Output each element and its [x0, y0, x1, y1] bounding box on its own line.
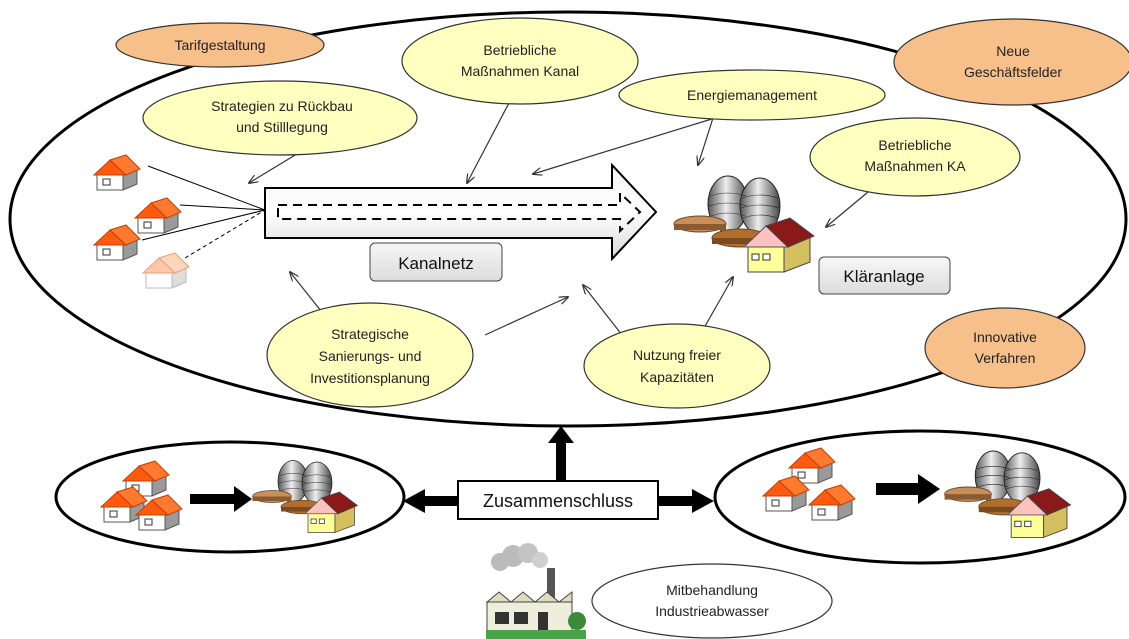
- innovative-line2: Verfahren: [975, 350, 1036, 366]
- strategische-bubble: Strategische Sanierungs- und Investition…: [266, 302, 474, 408]
- neue-bubble: Neue Geschäftsfelder: [893, 18, 1129, 106]
- kanalnetz-box: Kanalnetz: [369, 242, 503, 282]
- betrieb-ka-line1: Betriebliche: [878, 137, 951, 153]
- nutzung-bubble: Nutzung freier Kapazitäten: [583, 323, 771, 409]
- tarif-bubble: Tarifgestaltung: [115, 22, 325, 68]
- rueckbau-bubble: Strategien zu Rückbau und Stilllegung: [142, 80, 418, 156]
- kanalnetz-label: Kanalnetz: [398, 254, 474, 273]
- kanalnetz-arrow: [264, 162, 658, 262]
- energie-label: Energiemanagement: [687, 87, 817, 103]
- neue-line2: Geschäftsfelder: [964, 64, 1062, 80]
- house-connectors: [141, 165, 266, 259]
- betrieb-kanal-line1: Betriebliche: [483, 42, 556, 58]
- mitbehandlung-line2: Industrieabwasser: [655, 603, 769, 619]
- innovative-line1: Innovative: [973, 329, 1037, 345]
- betrieb-kanal-line2: Maßnahmen Kanal: [461, 63, 579, 79]
- betrieb-ka-line2: Maßnahmen KA: [864, 158, 966, 174]
- tarif-label: Tarifgestaltung: [174, 37, 265, 53]
- factory-icon: [485, 543, 586, 639]
- strategische-line3: Investitionsplanung: [310, 370, 430, 386]
- rueckbau-line1: Strategien zu Rückbau: [211, 98, 353, 114]
- energie-bubble: Energiemanagement: [618, 69, 886, 121]
- betrieb-kanal-bubble: Betriebliche Maßnahmen Kanal: [401, 17, 639, 105]
- zusammenschluss-arrows: [403, 426, 714, 513]
- nutzung-line1: Nutzung freier: [633, 347, 721, 363]
- neue-line1: Neue: [996, 43, 1030, 59]
- zusammenschluss-box: Zusammenschluss: [457, 480, 659, 520]
- strategische-line2: Sanierungs- und: [319, 348, 422, 364]
- mitbehandlung-bubble: Mitbehandlung Industrieabwasser: [591, 563, 833, 639]
- strategische-line1: Strategische: [331, 326, 409, 342]
- mitbehandlung-line1: Mitbehandlung: [666, 582, 758, 598]
- klaeranlage-label: Kläranlage: [843, 267, 924, 286]
- merge-arrow-left-small: [190, 486, 252, 512]
- zusammenschluss-label: Zusammenschluss: [483, 491, 633, 511]
- rueckbau-line2: und Stilllegung: [236, 119, 328, 135]
- merge-arrow-right-small: [876, 474, 940, 504]
- nutzung-line2: Kapazitäten: [640, 369, 714, 385]
- innovative-bubble: Innovative Verfahren: [924, 307, 1086, 389]
- betrieb-ka-bubble: Betriebliche Maßnahmen KA: [809, 117, 1021, 197]
- klaeranlage-box: Kläranlage: [818, 256, 951, 295]
